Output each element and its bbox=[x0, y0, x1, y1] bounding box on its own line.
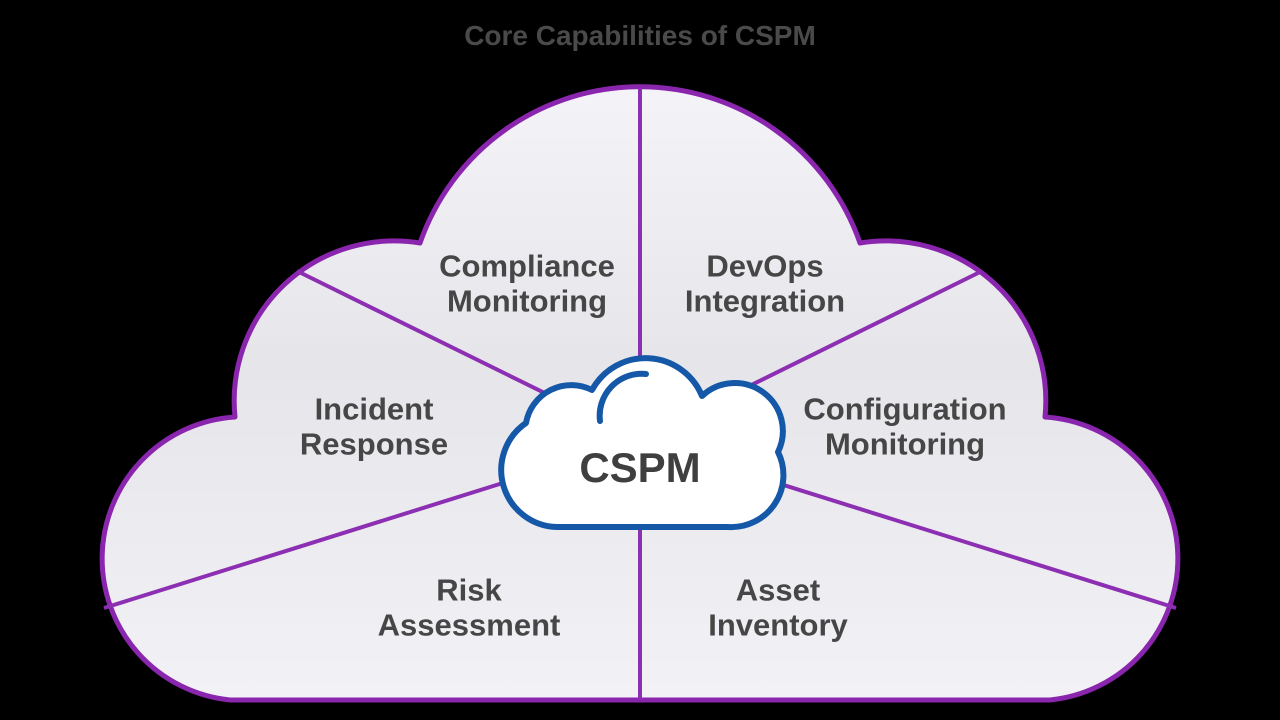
segment-label-asset-inventory: Asset Inventory bbox=[708, 572, 848, 642]
segment-label-devops-integration: DevOps Integration bbox=[684, 248, 846, 318]
segment-label-risk-assessment: Risk Assessment bbox=[377, 572, 561, 642]
center-cloud-label: CSPM bbox=[579, 444, 701, 491]
segment-label-configuration-monitoring: Configuration Monitoring bbox=[803, 391, 1007, 461]
page-title: Core Capabilities of CSPM bbox=[464, 20, 816, 51]
cspm-cloud-inner-arc-icon bbox=[596, 370, 649, 424]
cspm-cloud-icon bbox=[498, 355, 787, 531]
segment-label-incident-response: Incident Response bbox=[299, 391, 449, 461]
segment-label-compliance-monitoring: Compliance Monitoring bbox=[439, 248, 615, 318]
